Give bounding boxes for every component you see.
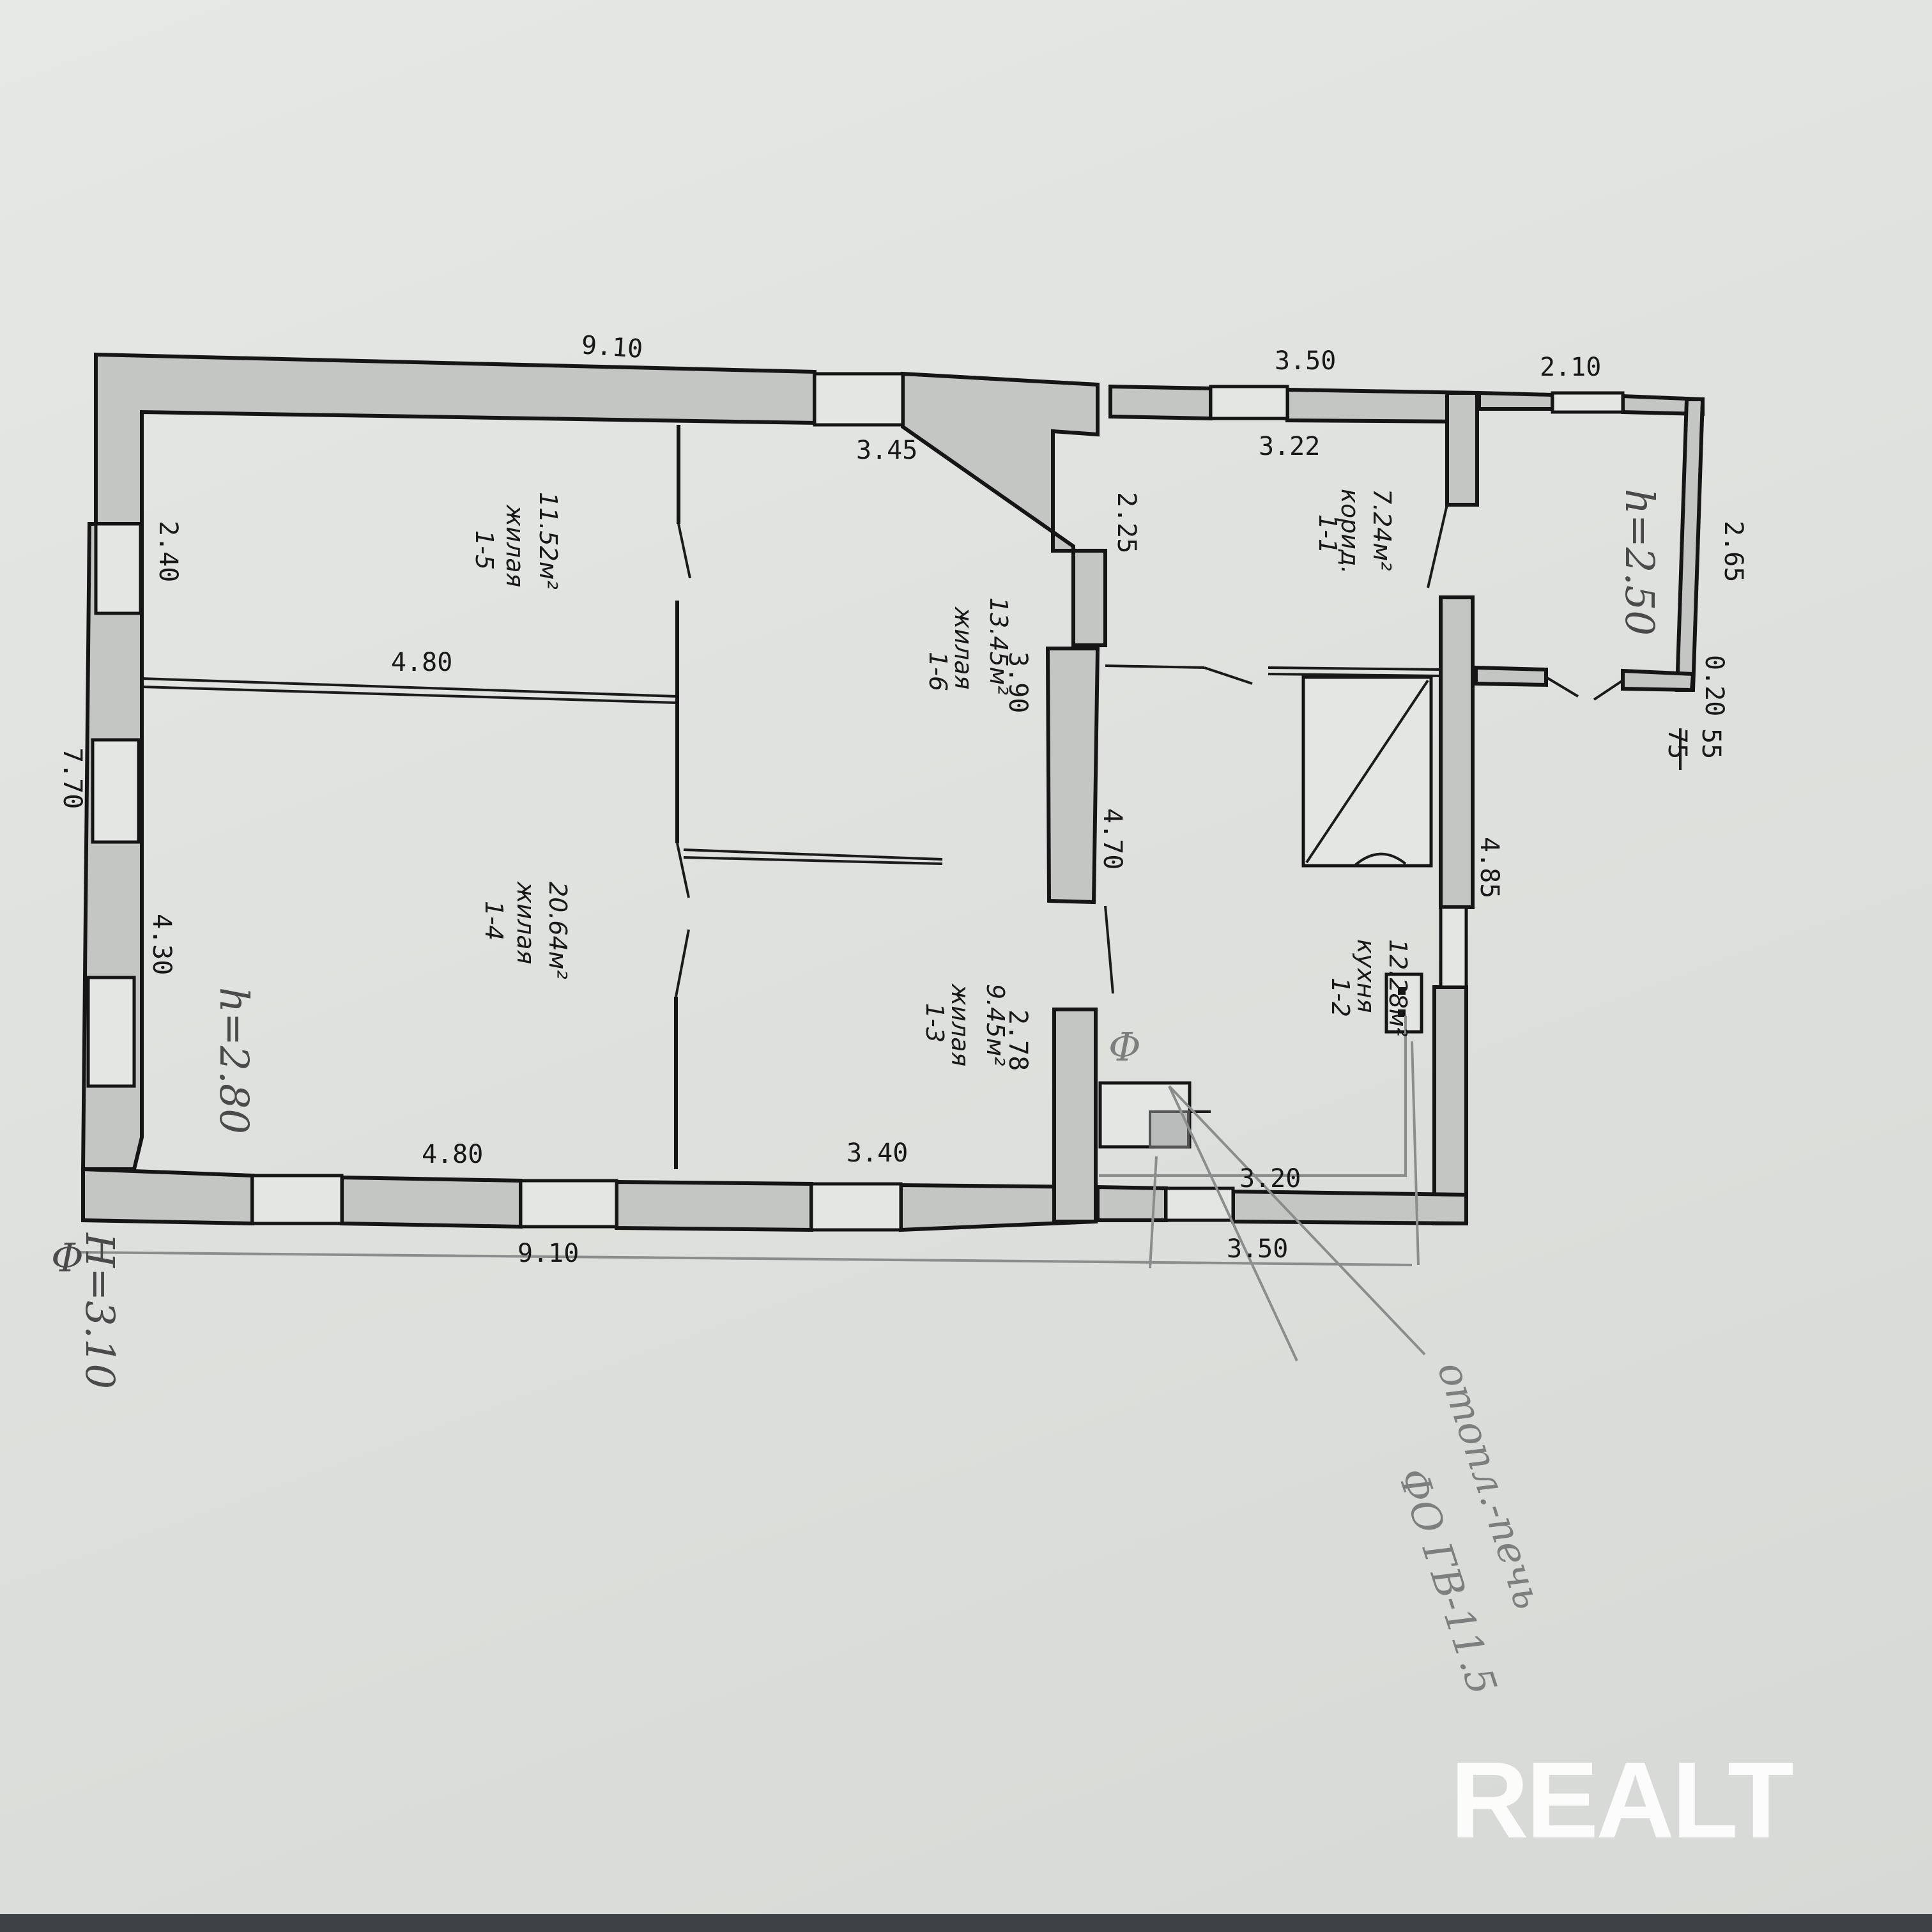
svg-text:1-5: 1-5	[470, 530, 498, 570]
pencil-note: отопл.-печь ФО ГВ-11.5	[1389, 1356, 1552, 1700]
foundation-height: H=3.10	[77, 1232, 123, 1389]
svg-text:жилая: жилая	[512, 881, 540, 964]
dim-room14-a: 4.30	[147, 914, 176, 975]
windows	[86, 372, 1625, 1232]
wall-height-main: h=2.80	[211, 987, 257, 1134]
dim-kitchen-right: 4.85	[1475, 837, 1504, 898]
svg-text:1-3: 1-3	[921, 1003, 949, 1043]
svg-text:корид.: корид.	[1336, 489, 1364, 574]
svg-text:жилая: жилая	[501, 504, 529, 587]
svg-text:12.28м²: 12.28м²	[1384, 939, 1412, 1037]
partitions	[141, 425, 1624, 1169]
svg-text:7.24м²: 7.24м²	[1368, 489, 1396, 571]
svg-text:9.45м²: 9.45м²	[981, 984, 1009, 1066]
room-labels: 1-5 жилая 11.52м² 1-4 жилая 20.64м² 1-6 …	[470, 489, 1412, 1066]
svg-text:13.45м²: 13.45м²	[985, 597, 1013, 695]
dim-porch-frac-bottom: 75	[1662, 728, 1692, 759]
dim-porch-small: 0.20	[1699, 655, 1729, 716]
dim-annex-bottom: 3.50	[1227, 1234, 1288, 1264]
svg-text:1-4: 1-4	[480, 901, 508, 940]
svg-text:кухня: кухня	[1352, 939, 1380, 1013]
room-1-4: 1-4 жилая 20.64м²	[480, 881, 572, 979]
exterior-walls	[80, 352, 1705, 1232]
room-1-3: 1-3 жилая 9.45м²	[921, 983, 1009, 1066]
dim-room12-b: 3.20	[1239, 1164, 1301, 1193]
dim-room13-b: 3.40	[847, 1138, 908, 1168]
dim-bottom-total: 9.10	[518, 1239, 579, 1268]
dim-porch-side: 2.65	[1719, 521, 1748, 582]
dim-room16-a: 3.45	[856, 436, 917, 465]
svg-text:1-6: 1-6	[924, 652, 952, 691]
svg-text:жилая: жилая	[946, 983, 974, 1066]
dim-room11-a: 3.22	[1259, 432, 1320, 461]
dimensions: 9.10 3.50 2.10 9.10 3.50 7.70 2.65 0.20 …	[51, 330, 1748, 1389]
dim-room11-b: 2.25	[1112, 492, 1141, 553]
dim-room12-a: 4.70	[1098, 808, 1127, 870]
dim-room15-a: 2.40	[153, 521, 183, 582]
dim-room16-b: 3.90	[1003, 652, 1032, 713]
svg-text:20.64м²: 20.64м²	[544, 882, 572, 979]
realt-watermark: REALT	[1450, 1740, 1794, 1861]
dim-room14-b: 4.80	[422, 1140, 483, 1169]
dim-top-total: 9.10	[580, 330, 643, 364]
room-1-1: 1-1 корид. 7.24м²	[1314, 489, 1396, 574]
dim-annex-top: 3.50	[1275, 346, 1336, 376]
svg-text:11.52м²: 11.52м²	[534, 492, 562, 590]
table-edge	[0, 1914, 1932, 1932]
svg-text:1-1: 1-1	[1314, 514, 1342, 554]
svg-text:жилая: жилая	[949, 606, 977, 689]
wall-height-porch: h=2.50	[1616, 489, 1663, 636]
dim-porch-top: 2.10	[1540, 353, 1601, 382]
foundation-symbol: Φ	[51, 1234, 84, 1281]
svg-text:1-2: 1-2	[1326, 977, 1354, 1017]
dim-porch-frac-top: 55	[1696, 728, 1726, 759]
dim-room15-b: 4.80	[391, 648, 452, 677]
room-1-6: 1-6 жилая 13.45м²	[924, 597, 1013, 695]
pencil-lines	[76, 1016, 1426, 1361]
dim-left-total: 7.70	[57, 747, 87, 809]
room-1-2: 1-2 кухня 12.28м²	[1326, 939, 1412, 1037]
room-1-5: 1-5 жилая 11.52м²	[470, 492, 562, 590]
dim-room13-a: 2.78	[1003, 1009, 1032, 1071]
pencil-phi-mark: Φ	[1108, 1023, 1141, 1070]
